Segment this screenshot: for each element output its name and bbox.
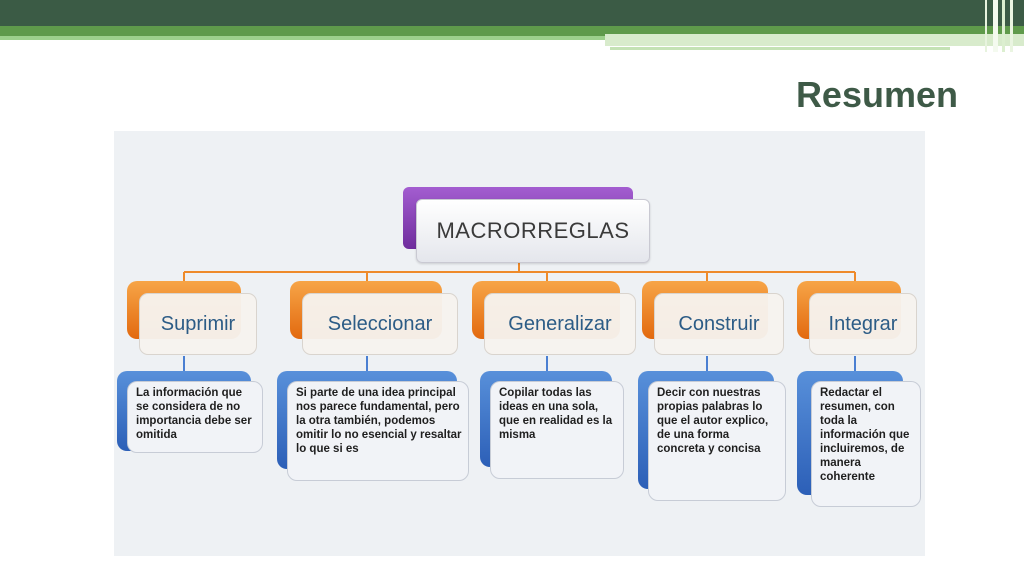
- description-text: Copilar todas las ideas en una sola, que…: [499, 387, 613, 441]
- branch-node-generalizar: Generalizar: [484, 293, 636, 355]
- branch-node-suprimir: Suprimir: [139, 293, 257, 355]
- branch-label: Integrar: [828, 312, 898, 335]
- description-node-suprimir: La información que se considera de no im…: [127, 381, 263, 453]
- header-stripe: [1010, 0, 1013, 52]
- branch-node-construir: Construir: [654, 293, 784, 355]
- header-stripe: [1002, 0, 1005, 52]
- description-node-construir: Decir con nuestras propias palabras lo q…: [648, 381, 786, 501]
- header-stripe: [993, 0, 998, 52]
- description-text: La información que se considera de no im…: [136, 387, 252, 441]
- description-node-generalizar: Copilar todas las ideas en una sola, que…: [490, 381, 624, 479]
- description-text: Decir con nuestras propias palabras lo q…: [657, 387, 769, 455]
- connector-lines: [183, 261, 856, 371]
- branch-label: Generalizar: [508, 312, 612, 335]
- branch-node-integrar: Integrar: [809, 293, 917, 355]
- branch-label: Seleccionar: [327, 312, 433, 335]
- header-accent-line-2: [610, 47, 950, 50]
- header-band-green: [0, 26, 1024, 36]
- root-label: MACRORREGLAS: [436, 218, 630, 243]
- slide-title: Resumen: [795, 74, 958, 115]
- branch-node-seleccionar: Seleccionar: [302, 293, 458, 355]
- header-accent-bar: [605, 34, 1024, 46]
- header-stripe: [985, 0, 987, 52]
- description-text: Redactar el resumen, con toda la informa…: [820, 387, 910, 483]
- branch-label: Construir: [678, 312, 760, 335]
- header-band-dark: [0, 0, 1024, 26]
- macrorreglas-diagram: MACRORREGLAS Suprimir La información que…: [114, 131, 925, 556]
- description-node-seleccionar: Si parte de una idea principal nos parec…: [287, 381, 469, 481]
- description-node-integrar: Redactar el resumen, con toda la informa…: [811, 381, 921, 507]
- branch-label: Suprimir: [160, 312, 236, 335]
- root-node: MACRORREGLAS: [416, 199, 650, 263]
- header-accent-line: [0, 36, 605, 40]
- description-text: Si parte de una idea principal nos parec…: [296, 387, 462, 455]
